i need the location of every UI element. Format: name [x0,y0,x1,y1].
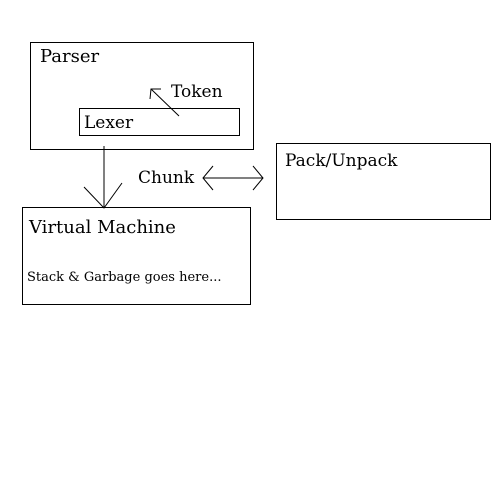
chunk-arrow-right-head [252,165,264,191]
virtual-machine-label: Virtual Machine [29,217,176,238]
chunk-label: Chunk [138,168,195,188]
parser-box [30,42,254,150]
virtual-machine-note: Stack & Garbage goes here... [27,270,222,285]
chunk-arrow-left-head [202,165,214,191]
token-label: Token [171,82,223,102]
parser-label: Parser [40,46,100,67]
pack-unpack-label: Pack/Unpack [285,151,398,171]
lexer-label: Lexer [84,113,134,133]
parser-vm-arrow-head [83,182,123,209]
pack-unpack-box [276,143,491,220]
virtual-machine-box [22,207,251,305]
